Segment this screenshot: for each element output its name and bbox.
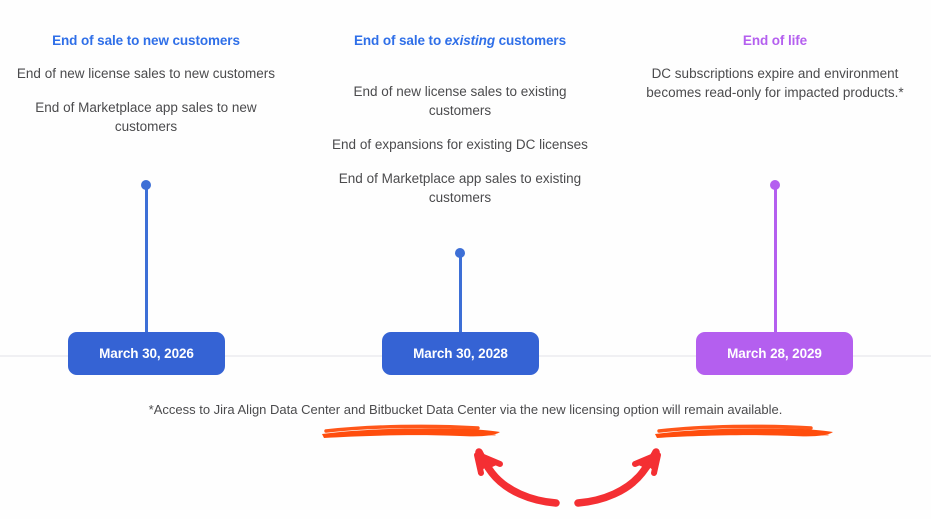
timeline-column-end-of-sale-existing-customers: End of sale to existing customers End of… [305, 0, 615, 400]
column-body: End of new license sales to new customer… [9, 64, 283, 136]
timeline-stem [144, 188, 148, 343]
column-heading-emphasis: existing [444, 33, 495, 48]
date-badge-2026[interactable]: March 30, 2026 [68, 332, 225, 375]
column-body: End of new license sales to existing cus… [323, 82, 597, 207]
timeline-dot-icon [455, 248, 465, 258]
timeline-dot-icon [770, 180, 780, 190]
timeline-column-end-of-sale-new-customers: End of sale to new customers End of new … [0, 0, 301, 400]
left-underline-stroke [322, 424, 500, 438]
column-body-line: DC subscriptions expire and environment … [646, 66, 904, 100]
column-heading: End of sale to existing customers [333, 32, 587, 50]
column-body-line: End of new license sales to existing cus… [353, 84, 567, 118]
column-body-line: End of Marketplace app sales to new cust… [35, 100, 257, 134]
date-badge-label: March 30, 2028 [413, 346, 508, 361]
column-heading: End of sale to new customers [19, 32, 273, 50]
footnote-text: *Access to Jira Align Data Center and Bi… [148, 402, 783, 417]
timeline-stem [773, 188, 777, 343]
timeline-stem [458, 256, 462, 343]
column-heading-text: End of sale to [353, 33, 445, 48]
column-body-line: End of new license sales to new customer… [16, 66, 276, 81]
column-body-line: End of expansions for existing DC licens… [332, 137, 588, 152]
footnote: *Access to Jira Align Data Center and Bi… [0, 401, 931, 419]
right-underline-stroke [655, 424, 833, 438]
right-curved-arrow [574, 448, 661, 507]
date-badge-label: March 30, 2026 [99, 346, 194, 361]
column-body: DC subscriptions expire and environment … [638, 64, 912, 102]
left-curved-arrow [474, 448, 560, 507]
column-heading-suffix: customers [494, 33, 566, 48]
column-heading-text: End of sale to new customers [52, 33, 240, 48]
timeline-dot-icon [141, 180, 151, 190]
column-body-line: End of Marketplace app sales to existing… [338, 171, 582, 205]
column-heading-text: End of life [742, 33, 808, 48]
timeline-column-end-of-life: End of life DC subscriptions expire and … [620, 0, 930, 400]
column-heading: End of life [648, 32, 902, 50]
date-badge-label: March 28, 2029 [727, 346, 822, 361]
date-badge-2028[interactable]: March 30, 2028 [382, 332, 539, 375]
date-badge-2029[interactable]: March 28, 2029 [696, 332, 853, 375]
